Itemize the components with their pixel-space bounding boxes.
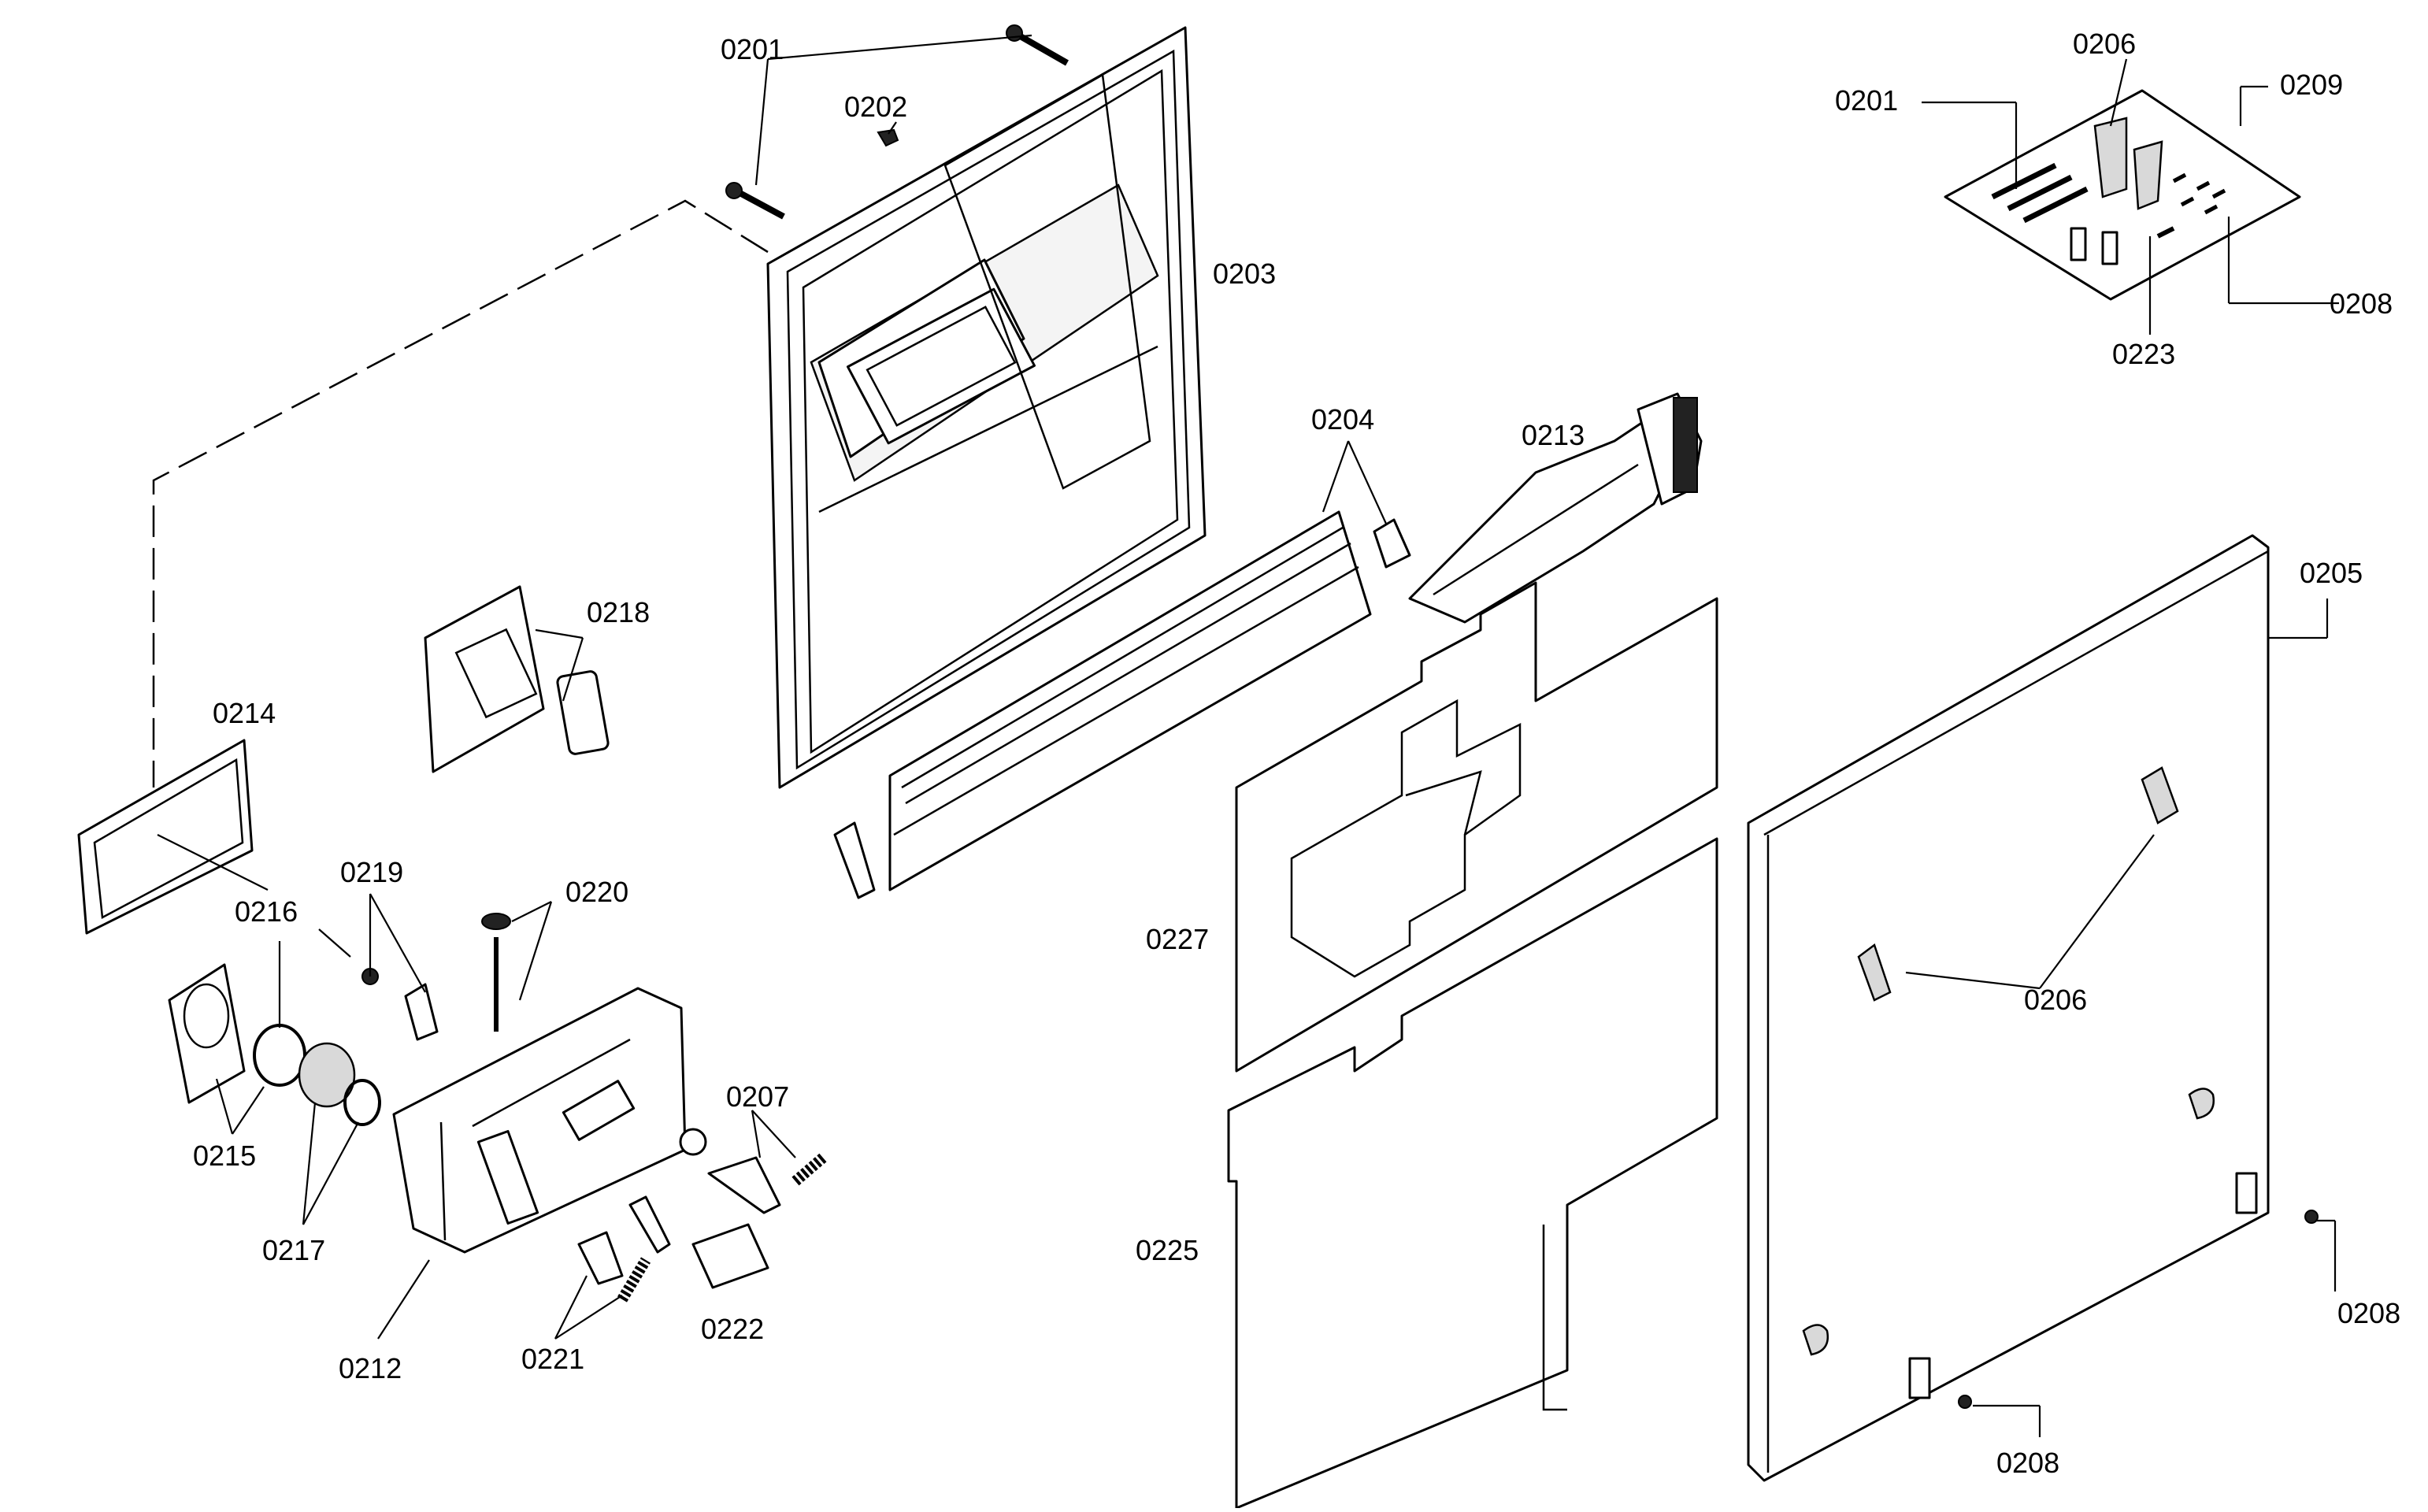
label-0221: 0221 [521,1343,584,1375]
latch-parts-0207 [679,1128,827,1214]
screw-0202 [877,128,899,147]
label-0222: 0222 [701,1313,764,1345]
dispenser-cover-0218 [424,585,610,773]
label-0208-bottom: 0208 [1996,1447,2059,1479]
label-0204: 0204 [1311,403,1374,435]
door-seal-strip-0204 [833,510,1411,899]
float-pin-0220 [481,913,511,1032]
label-0216: 0216 [235,895,298,928]
latch-parts-0221 [577,1195,671,1303]
outer-door-panel-0205 [1747,534,2270,1482]
label-0213: 0213 [1522,419,1585,451]
hardware-bag-0209 [1944,89,2301,301]
panel-clip-bottom [1908,1172,2319,1409]
label-0212: 0212 [339,1352,402,1384]
insulation-panel-0225 [1227,837,1718,1510]
label-0207: 0207 [726,1080,789,1113]
label-0217: 0217 [262,1234,325,1266]
inner-door-panel-0203 [766,26,1207,789]
label-0203: 0203 [1213,258,1276,290]
label-0223: 0223 [2112,338,2175,370]
label-0219: 0219 [340,856,403,888]
label-0208-right: 0208 [2337,1297,2400,1329]
part-labels: 0201 0202 0203 0204 0213 0201 0206 0209 … [193,28,2400,1479]
label-0214: 0214 [213,697,276,729]
hinge-bracket-0213 [1408,392,1703,624]
insulation-panel-0227 [1235,581,1718,1073]
assembly-guide-line [152,199,769,788]
label-0202: 0202 [844,91,907,123]
label-0206-panel: 0206 [2024,984,2087,1016]
rinse-aid-cap-assembly [168,963,381,1126]
label-0209: 0209 [2280,69,2343,101]
label-0205: 0205 [2300,557,2363,589]
leader-lines [157,34,2339,1437]
label-0218: 0218 [587,596,650,628]
label-0201-right: 0201 [1835,84,1898,117]
label-0208-top: 0208 [2330,287,2393,320]
label-0206-top: 0206 [2073,28,2136,60]
label-0225: 0225 [1136,1234,1199,1266]
spring-and-lever-0219 [361,968,439,1041]
label-0220: 0220 [565,876,628,908]
dispenser-housing-0212 [392,987,687,1254]
label-0227: 0227 [1146,923,1209,955]
detergent-lid-frame-0214 [77,739,254,935]
label-0201-left: 0201 [721,33,784,65]
microswitch-0222 [691,1223,769,1289]
label-0215: 0215 [193,1140,256,1172]
